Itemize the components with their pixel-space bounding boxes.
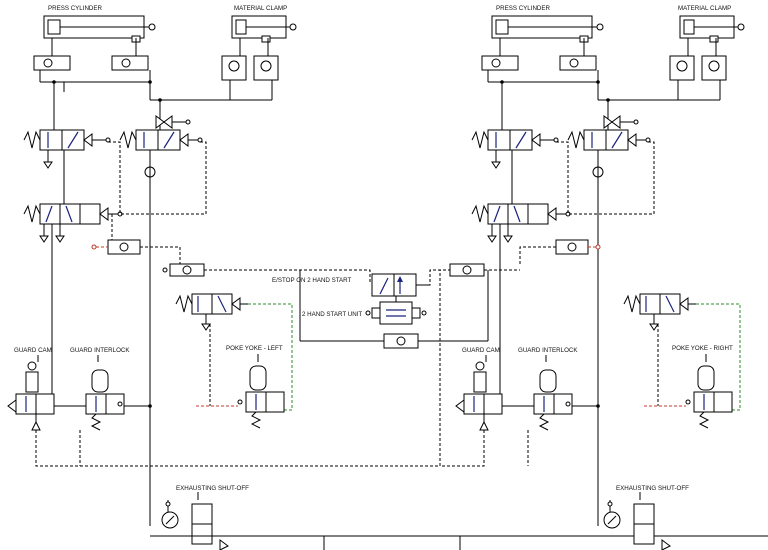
press-cylinder-left bbox=[43, 15, 156, 43]
center-controls: E/STOP ON 2 HAND START 2 HAND START UNIT bbox=[272, 269, 489, 349]
guard-cam-right bbox=[455, 361, 503, 431]
valve-upper-right-a bbox=[471, 129, 559, 151]
supply-lines-right bbox=[487, 70, 721, 130]
exhaust-left-label: EXHAUSTING SHUT-OFF bbox=[176, 485, 249, 492]
guard-cam-left-label: GUARD CAM bbox=[14, 347, 52, 354]
poke-yoke-valve-left bbox=[175, 293, 248, 331]
valve-lower-right bbox=[471, 203, 571, 243]
guard-interlock-left bbox=[85, 369, 125, 431]
material-clamp-left bbox=[231, 15, 297, 43]
shuttle-valve-center bbox=[300, 333, 488, 349]
two-hand-start-unit bbox=[365, 301, 427, 325]
estop-label: E/STOP ON 2 HAND START bbox=[272, 277, 352, 284]
exhaust-shutoff-left bbox=[161, 492, 229, 550]
shuttle-valve-left-top bbox=[91, 239, 141, 255]
poke-yoke-right bbox=[685, 365, 733, 429]
material-clamp-right-label: MATERIAL CLAMP bbox=[678, 5, 731, 12]
valve-lower-left bbox=[23, 203, 123, 243]
valve-upper-left-a bbox=[23, 129, 111, 151]
two-hand-label: 2 HAND START UNIT bbox=[302, 311, 362, 318]
flow-controls-right bbox=[481, 38, 727, 81]
guard-interlock-right-label: GUARD INTERLOCK bbox=[518, 347, 578, 354]
shuttle-valve-left-mid bbox=[162, 263, 205, 277]
poke-yoke-valve-right bbox=[623, 293, 696, 331]
right-circuit: PRESS CYLINDER MATERIAL CLAMP bbox=[323, 5, 745, 550]
shuttle-valve-right-top bbox=[555, 239, 601, 255]
guard-cam-right-label: GUARD CAM bbox=[462, 347, 500, 354]
left-circuit: PRESS CYLINDER MATERIAL CLAMP bbox=[7, 5, 768, 550]
poke-yoke-left-label: POKE YOKE - LEFT bbox=[226, 345, 283, 352]
valve-upper-left-b bbox=[119, 115, 203, 151]
press-cylinder-left-label: PRESS CYLINDER bbox=[48, 5, 103, 12]
flow-controls-left bbox=[33, 38, 279, 81]
material-clamp-left-label: MATERIAL CLAMP bbox=[234, 5, 287, 12]
guard-interlock-right bbox=[533, 369, 573, 431]
press-cylinder-right-label: PRESS CYLINDER bbox=[496, 5, 551, 12]
guard-interlock-left-label: GUARD INTERLOCK bbox=[70, 347, 130, 354]
press-cylinder-right bbox=[491, 15, 604, 43]
material-clamp-right bbox=[679, 15, 745, 43]
valve-upper-right-b bbox=[567, 115, 651, 151]
exhaust-right-label: EXHAUSTING SHUT-OFF bbox=[616, 485, 689, 492]
estop-valve bbox=[371, 273, 428, 297]
shuttle-valve-right-mid bbox=[449, 263, 485, 277]
poke-yoke-left bbox=[237, 365, 285, 429]
exhaust-shutoff-right bbox=[603, 492, 671, 550]
poke-yoke-right-label: POKE YOKE - RIGHT bbox=[672, 345, 733, 352]
guard-cam-left bbox=[7, 361, 55, 431]
